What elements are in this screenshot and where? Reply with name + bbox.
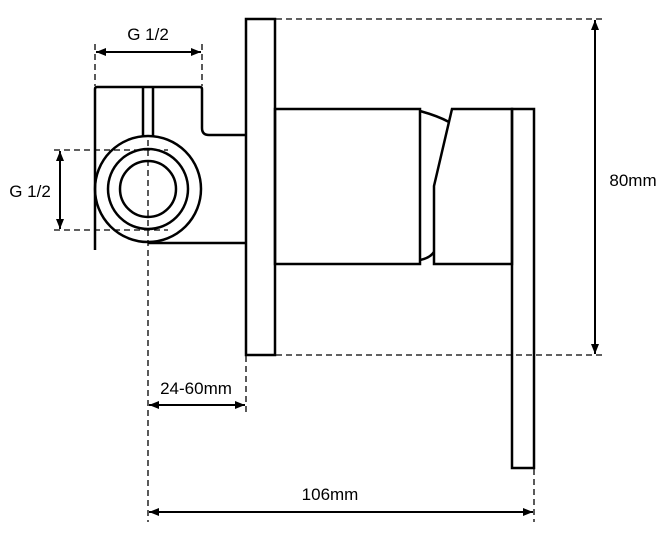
dimension-wall-depth: 24-60mm <box>149 356 247 412</box>
outlet-inner-ring <box>118 159 178 219</box>
cap-bottom-arc <box>419 251 436 262</box>
wall-plate <box>244 17 277 357</box>
dimension-total-depth: 106mm <box>149 469 535 522</box>
outlet-middle-ring <box>106 147 190 231</box>
total-depth-label: 106mm <box>302 485 359 504</box>
side-thread-label: G 1/2 <box>9 182 51 201</box>
dimension-top-thread: G 1/2 <box>94 25 203 86</box>
top-thread-label: G 1/2 <box>127 25 169 44</box>
lever-handle <box>510 107 536 470</box>
height-label: 80mm <box>609 171 656 190</box>
dimension-height: 80mm <box>276 18 657 356</box>
handle-hub <box>432 107 514 266</box>
cap-top-arc <box>419 109 450 124</box>
wall-depth-label: 24-60mm <box>160 379 232 398</box>
dimension-side-thread: G 1/2 <box>9 149 168 231</box>
valve-body <box>93 85 246 250</box>
cartridge-body <box>273 107 422 266</box>
